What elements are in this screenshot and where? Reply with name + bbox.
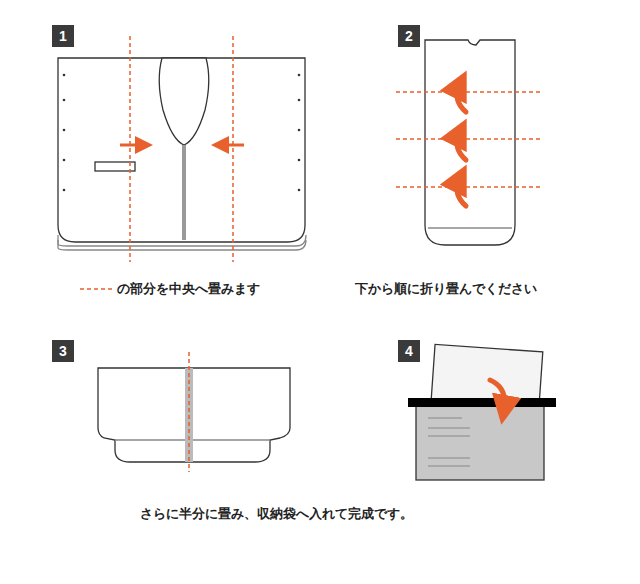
step-number: 2	[398, 25, 420, 47]
step-caption: の部分を中央へ畳みます	[117, 280, 260, 298]
step-caption: さらに半分に畳み、収納袋へ入れて完成です。	[140, 505, 413, 523]
step-caption: 下から順に折り畳んでください	[355, 280, 537, 298]
step-number: 4	[398, 340, 420, 362]
step-number: 1	[52, 25, 74, 47]
step-number: 3	[52, 340, 74, 362]
